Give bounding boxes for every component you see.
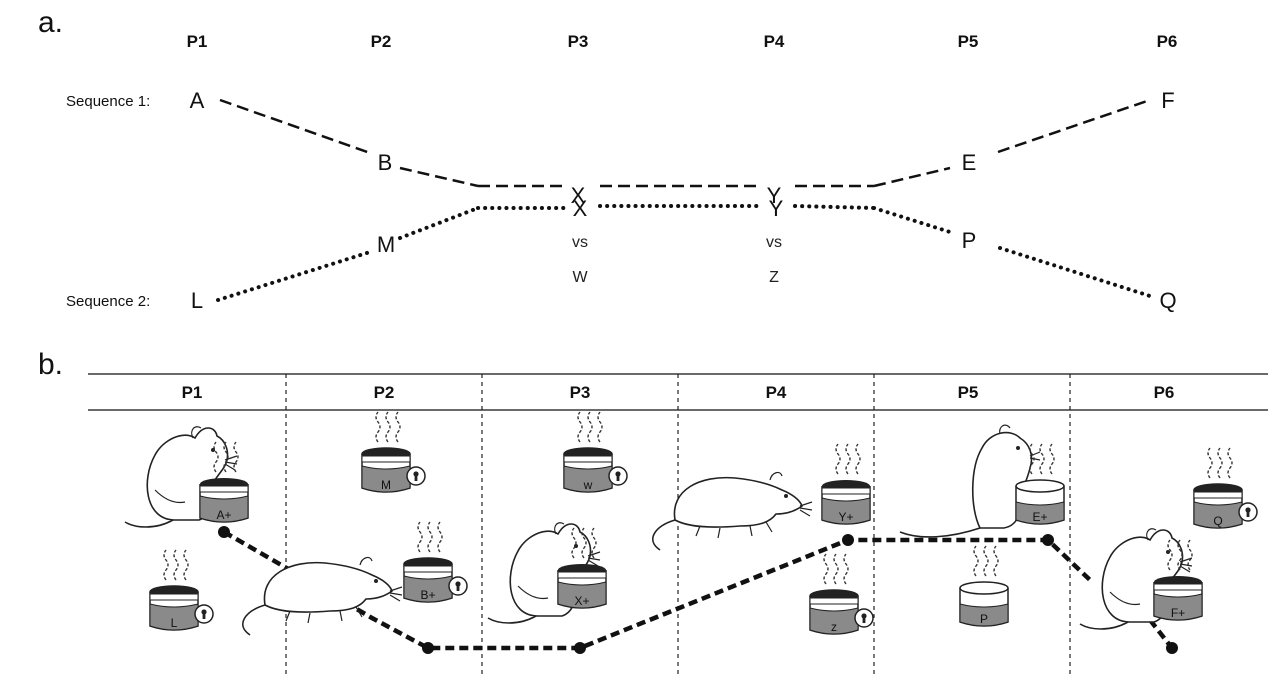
route-point [1166,642,1178,654]
jar-a-plus: A+ [199,441,249,523]
column-header-p4: P4 [766,383,787,402]
position-header-p5: P5 [958,32,979,51]
jar-b-plus: B+ [403,521,468,603]
sequence-1-path [219,98,1151,188]
rat-p4 [651,471,813,551]
node-m: M [377,232,395,257]
jar-q: Q [1193,447,1258,529]
sequence-2-label: Sequence 2: [66,293,150,310]
jar-y-plus: Y+ [821,443,871,525]
node-a: A [190,88,205,113]
node-y-seq2: Y [769,196,784,221]
jar-label-b-plus: B+ [420,588,435,602]
position-header-p6: P6 [1157,32,1178,51]
jar-label-e-plus: E+ [1032,510,1047,524]
column-dividers [285,374,1071,678]
jar-label-m: M [381,478,391,492]
column-header-p6: P6 [1154,383,1175,402]
route-point [842,534,854,546]
jar-label-p: P [980,612,988,626]
jar-label-x-plus: X+ [574,594,589,608]
panel-b: b. P1 P2 P3 P4 P5 P6 [38,348,1268,678]
node-x-seq2: X [573,196,588,221]
panel-b-label: b. [38,348,63,381]
column-header-p3: P3 [570,383,591,402]
jar-label-w: w [583,478,593,492]
vs-label-p4: vs [766,234,782,251]
position-header-p2: P2 [371,32,392,51]
jar-label-l: L [171,616,178,630]
route-point [574,642,586,654]
vs-label-p3: vs [572,234,588,251]
node-x-seq1: X [571,183,586,208]
sequence-2-path [216,204,1152,302]
jar-label-q: Q [1213,514,1222,528]
jar-label-f-plus: F+ [1171,606,1185,620]
jar-x-plus: X+ [557,527,607,609]
column-header-p1: P1 [182,383,203,402]
node-b: B [378,150,393,175]
route-point [1042,534,1054,546]
sequence-1-nodes: A B X Y E F [190,88,1175,208]
panel-a: a. P1 P2 P3 P4 P5 P6 Sequence 1: Sequenc… [38,6,1177,313]
alternative-w: W [572,269,588,286]
sequence-1-label: Sequence 1: [66,93,150,110]
jar-w: w [563,411,628,493]
sequence-2-nodes: L M X Y P Q [191,196,1177,313]
jar-f-plus: F+ [1153,539,1203,621]
node-p: P [962,228,977,253]
position-header-p3: P3 [568,32,589,51]
alternative-z: Z [769,269,779,286]
route-point [218,526,230,538]
jar-label-a-plus: A+ [216,508,231,522]
jar-m: M [361,411,426,493]
panel-a-label: a. [38,6,63,39]
column-header-p5: P5 [958,383,979,402]
node-l: L [191,288,203,313]
panel-b-position-headers: P1 P2 P3 P4 P5 P6 [182,383,1175,402]
jar-z: z [809,553,874,635]
jar-p: P [959,545,1009,627]
node-f: F [1161,88,1174,113]
jar-label-y-plus: Y+ [838,510,853,524]
position-header-p1: P1 [187,32,208,51]
rat-p2 [241,556,403,636]
jar-e-plus: E+ [1015,443,1065,525]
panel-a-position-headers: P1 P2 P3 P4 P5 P6 [187,32,1178,51]
node-e: E [962,150,977,175]
node-y-seq1: Y [767,183,782,208]
column-header-p2: P2 [374,383,395,402]
jar-l: L [149,549,214,631]
route-point [422,642,434,654]
position-header-p4: P4 [764,32,785,51]
jar-label-z: z [831,620,837,634]
node-q: Q [1159,288,1176,313]
